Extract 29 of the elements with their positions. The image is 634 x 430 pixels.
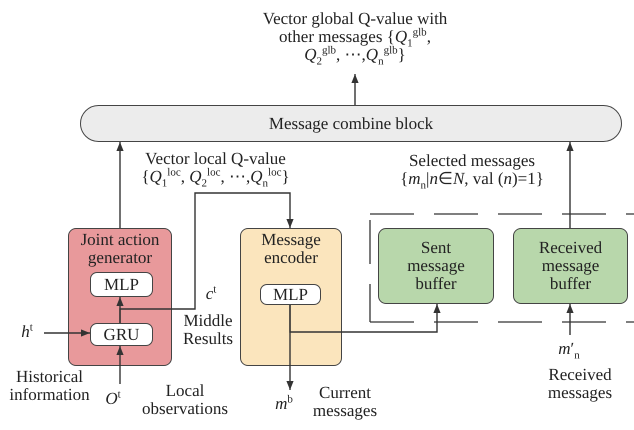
selection-label: Selected messages {m$_{n}$|n∈N, val (n)=1} (399, 152, 545, 188)
layer-box: GRU (90, 323, 153, 346)
caption-label: Current messages (312, 384, 378, 420)
arrow (566, 304, 574, 335)
encoder-box (240, 228, 342, 366)
caption-label: Local observations (141, 382, 229, 418)
arrow (119, 192, 294, 323)
box-title: Message encoder (260, 231, 322, 267)
variable-label: m′$_{n}$ (558, 340, 580, 358)
arrow (44, 329, 90, 337)
caption-label: Received messages (546, 366, 614, 402)
buffer-box: Sent message buffer (378, 228, 494, 304)
layer-box: MLP (90, 272, 153, 297)
arrow (566, 142, 574, 228)
caption-label: Historical information (8, 368, 91, 404)
variable-label: h$^{t}$ (21, 323, 33, 341)
arrow (116, 346, 124, 384)
combine-block: Message combine block (80, 105, 622, 142)
generator-box (68, 228, 172, 366)
box-title: Joint action generator (80, 231, 160, 267)
layer-box: MLP (260, 284, 321, 305)
output-label: Vector global Q-value with other messages {Q$_{1}$$^{glb}$, Q$_{2}$$^{glb}$, ⋯,Q$_{n}$$^{glb}$} (262, 10, 448, 64)
variable-label: O$^{t}$ (105, 390, 121, 408)
arrow (289, 304, 441, 333)
arrow (351, 74, 359, 105)
arrow (116, 142, 124, 228)
note-label: Middle Results (182, 312, 234, 348)
variable-label: m$^{b}$ (275, 395, 293, 413)
buffer-box: Received message buffer (513, 228, 628, 304)
